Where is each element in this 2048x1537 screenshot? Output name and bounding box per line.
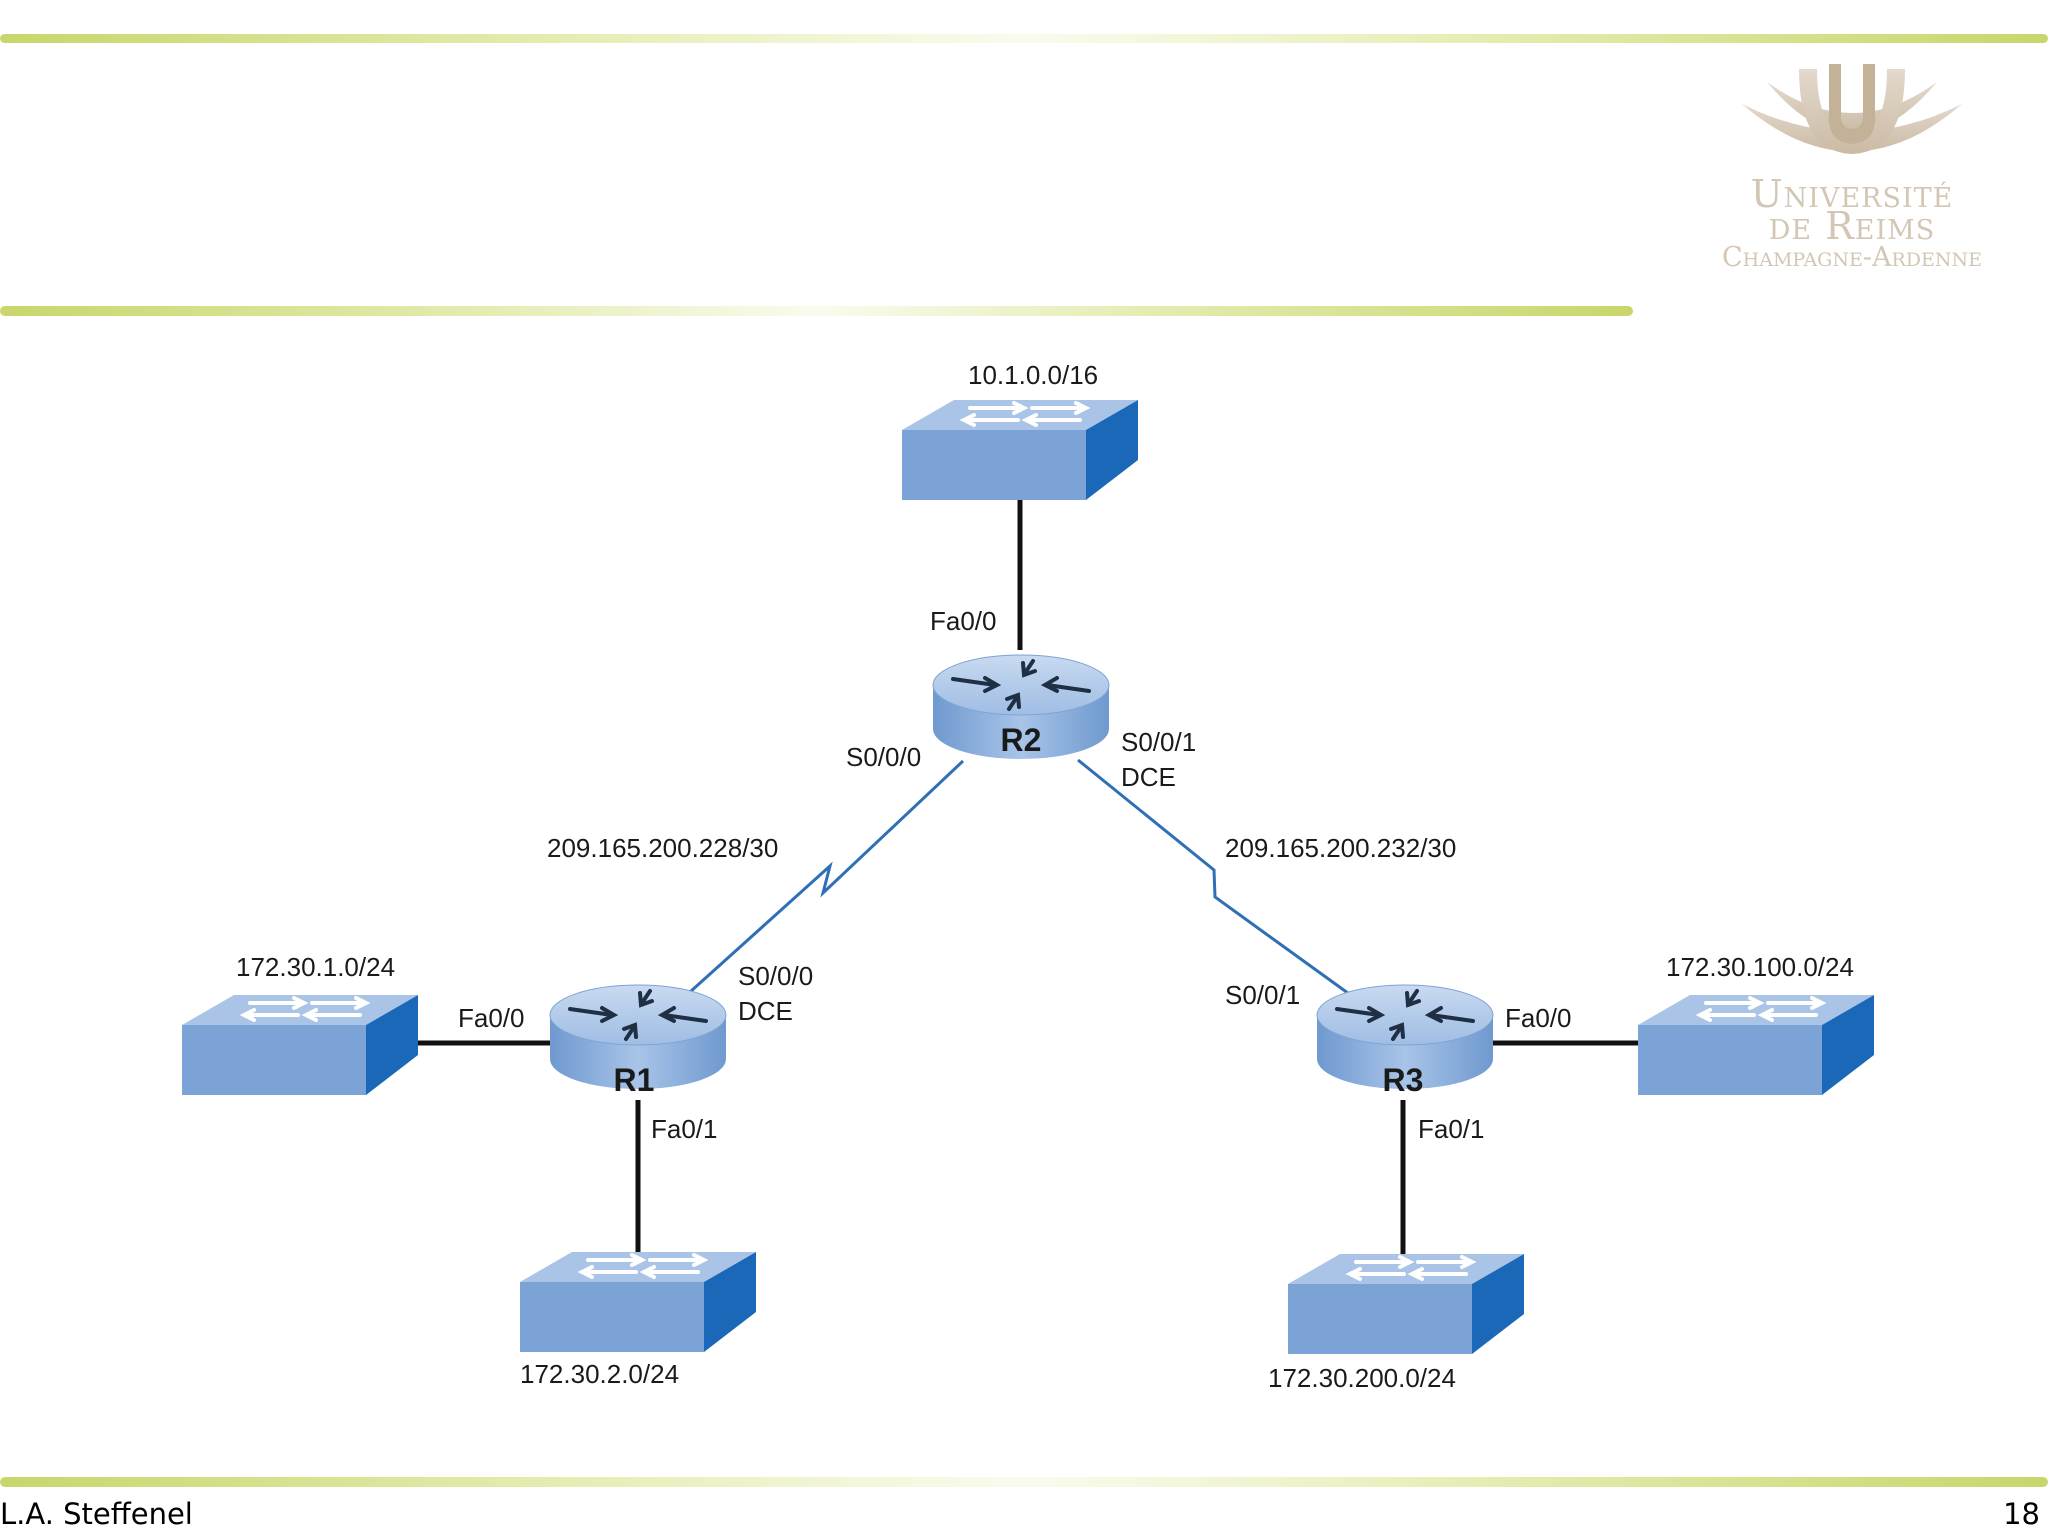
router-r2-label: R2	[1001, 722, 1042, 758]
network-r3-bottom-address: 172.30.200.0/24	[1268, 1363, 1456, 1393]
r2-fa00-label: Fa0/0	[930, 606, 997, 636]
switch-right	[1636, 993, 1876, 1097]
page-number: 18	[2003, 1497, 2040, 1531]
footer-author: L.A. Steffenel	[0, 1497, 193, 1531]
logo-text-de-reims: de Reims	[1768, 204, 1936, 248]
router-r3-label: R3	[1383, 1062, 1424, 1098]
r2-s001-dce-label: DCE	[1121, 762, 1176, 792]
r2-s001-label: S0/0/1	[1121, 727, 1196, 757]
network-r1-bottom-address: 172.30.2.0/24	[520, 1359, 679, 1389]
r3-s001-label: S0/0/1	[1225, 980, 1300, 1010]
switch-left	[180, 993, 420, 1097]
switch-r3-bottom	[1286, 1252, 1526, 1356]
title-underline-rule	[0, 306, 1633, 316]
r1-s000-label: S0/0/0	[738, 961, 813, 991]
switch-r1-bottom	[518, 1250, 758, 1354]
network-right-address: 172.30.100.0/24	[1666, 952, 1854, 982]
r3-fa00-label: Fa0/0	[1505, 1003, 1572, 1033]
university-logo: Université de Reims Champagne-Ardenne	[1672, 64, 2032, 284]
logo-text-champagne-ardenne: Champagne-Ardenne	[1722, 242, 1982, 273]
footer-rule	[0, 1477, 2048, 1487]
r1-fa00-label: Fa0/0	[458, 1003, 525, 1033]
university-emblem-icon	[1742, 64, 1962, 154]
r1-fa01-label: Fa0/1	[651, 1114, 718, 1144]
network-left-address: 172.30.1.0/24	[236, 952, 395, 982]
top-rule	[0, 34, 2048, 43]
r2-s000-label: S0/0/0	[846, 742, 921, 772]
logo-text-universite: Université	[1750, 172, 1954, 216]
r3-fa01-label: Fa0/1	[1418, 1114, 1485, 1144]
network-topology-diagram: R2 R1 R3 10.1.0.0/16 172.30.1.0/24 172.3…	[180, 360, 1876, 1393]
link-r2-r3-address: 209.165.200.232/30	[1225, 833, 1456, 863]
network-top-address: 10.1.0.0/16	[968, 360, 1098, 390]
link-r1-r2-address: 209.165.200.228/30	[547, 833, 778, 863]
r1-s000-dce-label: DCE	[738, 996, 793, 1026]
router-r1-label: R1	[614, 1062, 655, 1098]
serial-link-r2-r3	[1077, 758, 1353, 998]
switch-top	[900, 398, 1140, 502]
serial-link-r1-r2	[688, 759, 965, 994]
